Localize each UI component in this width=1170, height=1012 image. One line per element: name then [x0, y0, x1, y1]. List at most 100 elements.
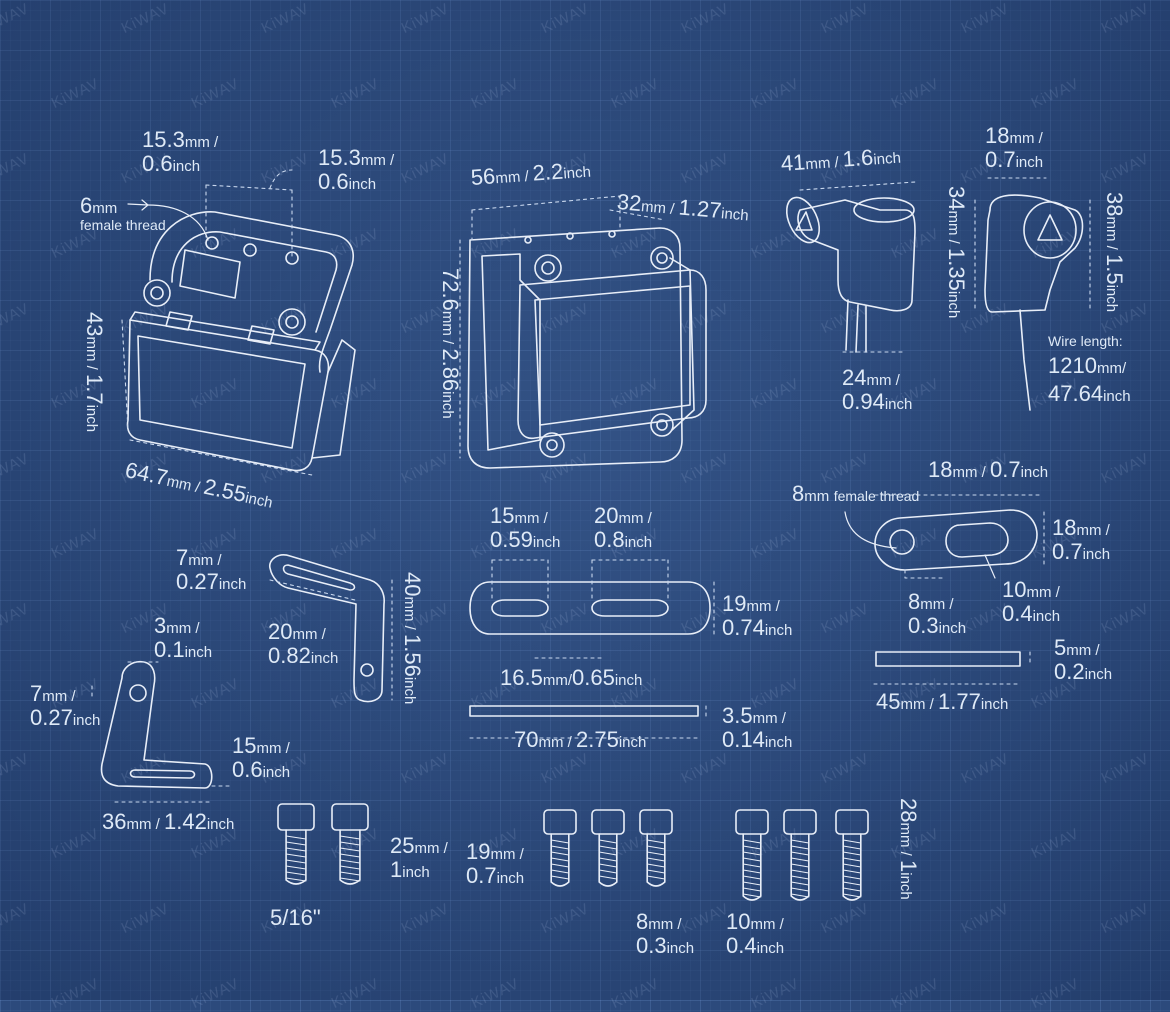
- unit-inch: inch: [945, 290, 962, 319]
- thread-label-1: 6mm female thread: [80, 194, 166, 235]
- dim-label-19: 10mm / 0.4inch: [1002, 577, 1061, 626]
- dim-label-4: 43mm / 1.7inch: [82, 312, 107, 433]
- dim-mm-1: 15.3: [142, 127, 185, 152]
- dim-label-24: 19mm / 0.74inch: [722, 591, 793, 640]
- dim-mm-30: 20: [268, 619, 293, 644]
- dim-mm-7: 32: [615, 189, 643, 217]
- unit-mm: mm: [414, 840, 440, 857]
- dim-in-15: 0.7: [990, 457, 1021, 482]
- light-bracket-drawing: [126, 211, 356, 472]
- dim-in-9: 1.6: [841, 144, 875, 172]
- dim-in-4: 1.7: [82, 374, 107, 405]
- dim-in-13: 0.94: [842, 388, 885, 414]
- unit-mm: mm: [1096, 360, 1122, 377]
- thread-size-label: 5/16": [270, 906, 321, 930]
- switch-drawings: [785, 194, 1084, 411]
- dim-in-7: 1.27: [677, 194, 723, 224]
- dim-in-10: 0.7: [985, 146, 1016, 172]
- unit-inch: inch: [218, 575, 247, 593]
- unit-inch: inch: [1103, 387, 1131, 405]
- dim-mm-2: 15.3: [318, 145, 361, 170]
- dim-mm-21: 45: [876, 689, 901, 714]
- dim-label-17: 18mm / 0.7inch: [1052, 515, 1111, 564]
- unit-mm: mm: [952, 464, 978, 481]
- unit-inch: inch: [872, 149, 902, 169]
- dim-label-32: 7mm / 0.27inch: [30, 681, 101, 730]
- screw-long: [331, 803, 369, 885]
- dim-label-22: 15mm / 0.59inch: [490, 503, 561, 552]
- dim-in-17: 0.7: [1052, 538, 1083, 564]
- dim-mm-29: 40: [400, 572, 425, 597]
- dim-in-24: 0.74: [722, 614, 765, 640]
- dim-mm-9: 41: [779, 149, 807, 176]
- unit-inch: inch: [884, 395, 913, 413]
- dim-in-26: 0.14: [722, 726, 765, 752]
- thread-size-value: 5/16": [270, 905, 321, 930]
- light-front-drawing: [467, 227, 707, 469]
- wire-length-mm: 1210: [1048, 353, 1097, 378]
- unit-mm: mm: [1066, 642, 1092, 659]
- unit-mm: mm: [83, 336, 100, 362]
- unit-mm: mm: [900, 696, 926, 713]
- dim-label-39: 28mm / 1inch: [896, 798, 921, 900]
- thread-mm-1: 6: [80, 193, 93, 218]
- unit-inch: inch: [562, 163, 592, 183]
- dim-label-28: 7mm / 0.27inch: [176, 545, 247, 594]
- screw-long: [277, 803, 315, 885]
- dimension-lines: [91, 169, 1091, 803]
- dim-in-22: 0.59: [490, 526, 533, 552]
- dim-mm-33: 15: [232, 733, 257, 758]
- unit-mm: mm: [360, 152, 386, 169]
- dim-label-1: 15.3mm / 0.6inch: [142, 127, 219, 176]
- unit-mm: mm: [401, 596, 418, 622]
- dim-mm-39: 28: [896, 798, 921, 823]
- unit-inch: inch: [756, 939, 785, 957]
- dim-in-25: 0.65: [572, 665, 615, 690]
- dim-in-39: 1: [896, 860, 921, 873]
- unit-mm: mm: [804, 154, 831, 174]
- strap-large-drawing: [469, 581, 711, 717]
- dim-in-21: 1.77: [938, 689, 981, 714]
- dim-label-21: 45mm / 1.77inch: [876, 689, 1009, 714]
- unit-inch: inch: [614, 672, 643, 689]
- dim-in-2: 0.6: [318, 168, 349, 194]
- unit-mm: mm: [746, 598, 772, 615]
- unit-inch: inch: [348, 175, 377, 193]
- dim-label-12: 38mm / 1.5inch: [1102, 192, 1127, 313]
- unit-inch: inch: [310, 649, 339, 667]
- dim-label-37: 19mm / 0.7inch: [466, 839, 525, 888]
- unit-mm: mm: [538, 734, 564, 751]
- dim-mm-25: 16.5: [500, 665, 543, 690]
- unit-mm: mm: [648, 916, 674, 933]
- dim-mm-23: 20: [594, 503, 619, 528]
- dim-mm-6: 56: [469, 163, 497, 190]
- dim-mm-8: 72.6: [438, 268, 463, 311]
- dim-label-2: 15.3mm / 0.6inch: [318, 145, 395, 194]
- dim-mm-4: 43: [82, 312, 107, 337]
- unit-mm: mm: [92, 200, 118, 217]
- dim-mm-22: 15: [490, 503, 515, 528]
- unit-mm: mm: [42, 688, 68, 705]
- dim-label-40: 10mm / 0.4inch: [726, 909, 785, 958]
- unit-mm: mm: [188, 552, 214, 569]
- unit-mm: mm: [184, 134, 210, 151]
- unit-inch: inch: [897, 872, 914, 900]
- dim-in-34: 1.42: [164, 809, 207, 834]
- unit-mm: mm: [1103, 216, 1120, 242]
- dim-in-11: 1.35: [944, 248, 969, 291]
- dim-mm-26: 3.5: [722, 703, 753, 728]
- dim-mm-20: 5: [1054, 635, 1067, 660]
- unit-mm: mm: [866, 372, 892, 389]
- unit-inch: inch: [402, 863, 430, 881]
- screw-medium: [639, 809, 673, 887]
- unit-inch: inch: [720, 205, 750, 225]
- unit-mm: mm: [165, 472, 194, 495]
- wire-length-in: 47.64: [1048, 380, 1104, 406]
- dim-mm-35: 25: [390, 833, 415, 858]
- unit-mm: mm: [256, 740, 282, 757]
- unit-inch: inch: [401, 676, 418, 705]
- unit-inch: inch: [980, 696, 1009, 713]
- dim-mm-18: 8: [908, 589, 921, 614]
- dim-mm-40: 10: [726, 909, 751, 934]
